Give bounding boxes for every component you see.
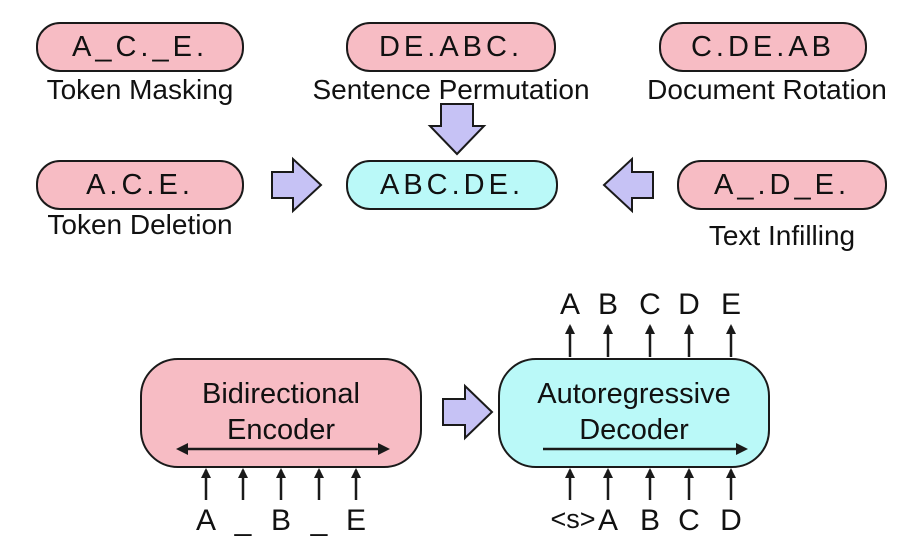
decoder-line2: Decoder bbox=[579, 414, 689, 446]
encoder-input-token: _ bbox=[310, 504, 328, 537]
document-rotation-label: Document Rotation bbox=[647, 74, 887, 105]
document-rotation-sequence: C.DE.AB bbox=[659, 22, 867, 72]
encoder-to-decoder-block-arrow bbox=[442, 383, 494, 441]
decoder-input-token: A bbox=[597, 504, 618, 537]
decoder-input-token: B bbox=[639, 504, 660, 537]
decoder-input-token: C bbox=[678, 504, 700, 537]
token-masking-label: Token Masking bbox=[46, 74, 234, 105]
decoder-input-token: <s> bbox=[550, 504, 596, 534]
decoder-output-token: B bbox=[597, 288, 618, 321]
original-sequence: ABC.DE. bbox=[346, 160, 558, 210]
encoder-line2: Encoder bbox=[226, 414, 335, 446]
decoder-input-token: D bbox=[720, 504, 742, 537]
decoder-output-token: E bbox=[720, 288, 741, 321]
right-block-arrow bbox=[271, 156, 323, 214]
encoder-input-token: E bbox=[345, 504, 366, 537]
sentence-permutation-label: Sentence Permutation bbox=[312, 74, 590, 105]
sentence-permutation-sequence: DE.ABC. bbox=[346, 22, 556, 72]
decoder-output-token: C bbox=[639, 288, 661, 321]
encoder-input-token: _ bbox=[234, 504, 252, 537]
left-block-arrow bbox=[602, 156, 654, 214]
text-infilling-sequence: A_.D_E. bbox=[677, 160, 887, 210]
decoder-line1: Autoregressive bbox=[537, 378, 731, 410]
encoder-input-token: B bbox=[270, 504, 291, 537]
text-infilling-label: Text Infilling bbox=[708, 220, 856, 251]
token-deletion-label: Token Deletion bbox=[47, 209, 233, 240]
encoder-line1: Bidirectional bbox=[202, 378, 360, 410]
token-deletion-sequence: A.C.E. bbox=[36, 160, 244, 210]
encoder-input-token: A bbox=[195, 504, 216, 537]
decoder-output-token: A bbox=[559, 288, 580, 321]
token-masking-sequence: A_C._E. bbox=[36, 22, 244, 72]
decoder-output-token: D bbox=[678, 288, 700, 321]
down-block-arrow bbox=[427, 103, 487, 156]
